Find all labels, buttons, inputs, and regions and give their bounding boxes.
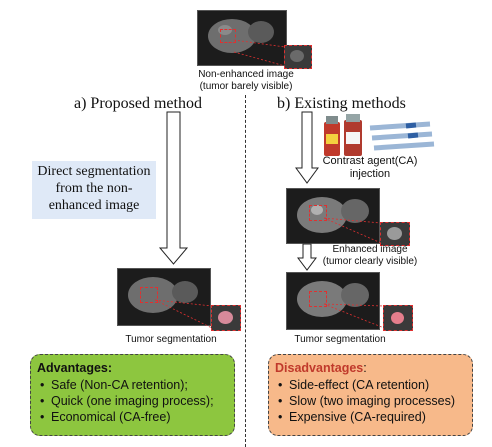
list-item: Side-effect (CA retention)	[278, 377, 466, 393]
disadvantages-list: Side-effect (CA retention) Slow (two ima…	[275, 377, 466, 425]
contrast-agent-caption: Contrast agent(CA) injection	[322, 155, 418, 180]
disadvantages-title-colon: :	[363, 361, 367, 375]
list-item: Slow (two imaging processes)	[278, 393, 466, 409]
advantages-box: Advantages: Safe (Non-CA retention); Qui…	[30, 354, 235, 436]
enhanced-caption: Enhanced image (tumor clearly visible)	[322, 244, 418, 267]
list-item: Expensive (CA-required)	[278, 409, 466, 425]
existing-result-zoom-inset	[383, 305, 413, 331]
non-enhanced-caption: Non-enhanced image (tumor barely visible…	[198, 69, 294, 92]
tumor-zoom-inset	[284, 45, 312, 69]
proposed-method-heading: a) Proposed method	[74, 95, 202, 112]
syringe-icon	[366, 118, 438, 154]
existing-methods-heading: b) Existing methods	[277, 95, 406, 112]
non-enhanced-ct-image	[197, 10, 287, 66]
enhanced-zoom-inset	[380, 222, 410, 246]
contrast-agent-vials-icon	[320, 112, 392, 158]
disadvantages-title: Disadvantages	[275, 361, 364, 375]
advantages-list: Safe (Non-CA retention); Quick (one imag…	[37, 377, 228, 425]
list-item: Quick (one imaging process);	[40, 393, 228, 409]
disadvantages-title-row: Disadvantages:	[275, 360, 466, 376]
existing-result-caption: Tumor segmentation	[294, 334, 386, 345]
column-divider	[245, 95, 246, 447]
proposed-result-zoom-inset	[211, 305, 241, 331]
direct-segmentation-box: Direct segmentation from the non-enhance…	[32, 161, 156, 219]
existing-result-ct-image	[286, 272, 380, 330]
proposed-result-ct-image	[117, 268, 211, 326]
disadvantages-box: Disadvantages: Side-effect (CA retention…	[268, 354, 473, 436]
enhanced-ct-image	[286, 188, 380, 244]
advantages-title: Advantages:	[37, 361, 113, 375]
down-arrow-icon	[158, 111, 189, 265]
list-item: Safe (Non-CA retention);	[40, 377, 228, 393]
down-arrow-icon	[297, 243, 317, 271]
down-arrow-icon	[295, 111, 319, 184]
list-item: Economical (CA-free)	[40, 409, 228, 425]
proposed-result-caption: Tumor segmentation	[125, 334, 217, 345]
